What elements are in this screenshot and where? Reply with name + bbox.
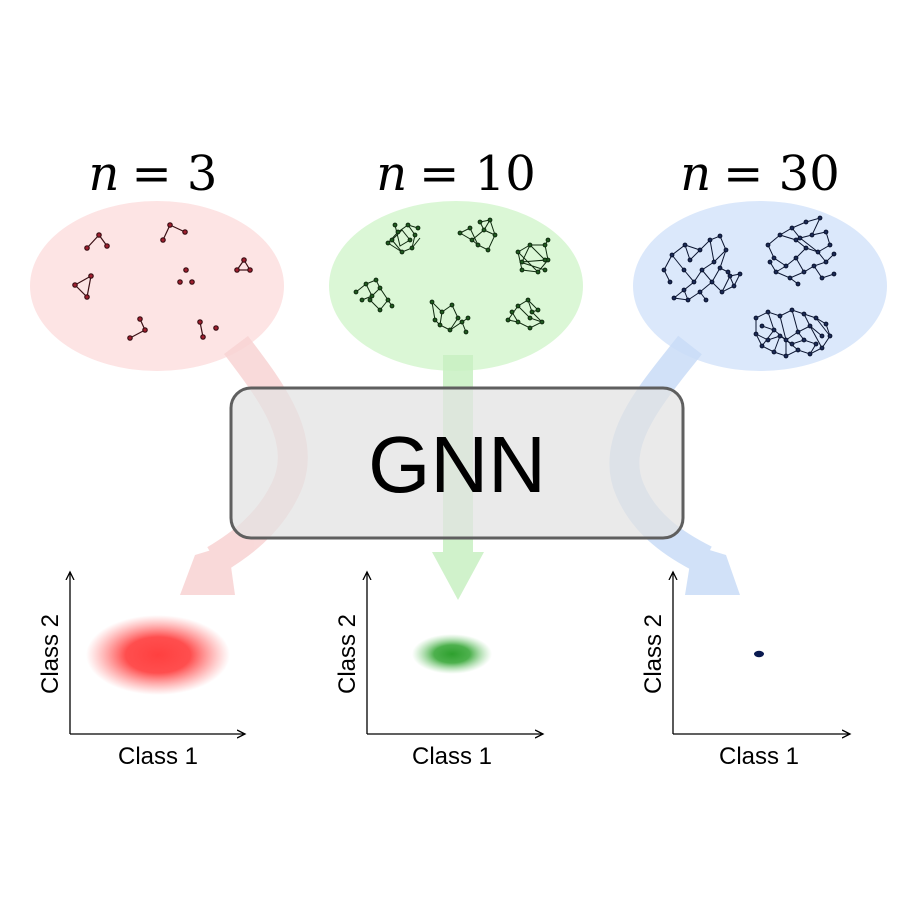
graph-icon bbox=[765, 215, 837, 287]
graph-icon bbox=[160, 222, 188, 243]
embedding-plot-large: Class 1 Class 2 bbox=[640, 572, 850, 770]
svg-text:n= 30: n= 30 bbox=[680, 146, 839, 202]
y-axis-label: Class 2 bbox=[334, 614, 361, 694]
embedding-plot-medium: Class 1 Class 2 bbox=[334, 572, 543, 770]
graph-icon bbox=[353, 277, 395, 313]
panel-title-small: n= 3 bbox=[89, 146, 218, 202]
graph-icon bbox=[505, 297, 545, 331]
x-axis-label: Class 1 bbox=[118, 743, 198, 770]
panel-title-large: n= 30 bbox=[680, 146, 839, 202]
embedding-plot-small: Class 1 Class 2 bbox=[37, 572, 245, 770]
graph-icon bbox=[753, 307, 833, 359]
graph-icon bbox=[457, 217, 498, 253]
graph-set-blob-large bbox=[633, 201, 887, 371]
graph-set-blob-small bbox=[30, 201, 284, 371]
graph-icon bbox=[661, 233, 743, 303]
svg-text:n= 3: n= 3 bbox=[89, 146, 218, 202]
graph-icon bbox=[385, 222, 421, 255]
medium-graphs bbox=[353, 217, 551, 335]
n-symbol: n bbox=[680, 146, 711, 202]
graph-icon bbox=[429, 299, 471, 335]
n-symbol: n bbox=[89, 146, 120, 202]
embedding-cloud bbox=[86, 615, 230, 695]
graph-icon bbox=[127, 316, 148, 341]
n-value: = 3 bbox=[131, 146, 217, 202]
graph-icon bbox=[84, 232, 110, 251]
graph-icon bbox=[515, 237, 551, 275]
graph-icon bbox=[177, 267, 195, 285]
embedding-cloud bbox=[754, 650, 764, 658]
embedding-cloud bbox=[412, 634, 492, 674]
gnn-label: GNN bbox=[368, 420, 546, 509]
y-axis-label: Class 2 bbox=[640, 614, 667, 694]
y-axis-label: Class 2 bbox=[37, 614, 64, 694]
svg-text:n= 10: n= 10 bbox=[376, 146, 535, 202]
graph-icon bbox=[197, 319, 219, 340]
panel-title-medium: n= 10 bbox=[376, 146, 535, 202]
graph-icon bbox=[72, 273, 94, 300]
small-graphs bbox=[72, 222, 253, 341]
graph-set-blob-medium bbox=[329, 201, 583, 371]
x-axis-label: Class 1 bbox=[412, 743, 492, 770]
x-axis-label: Class 1 bbox=[719, 743, 799, 770]
n-value: = 10 bbox=[419, 146, 536, 202]
gnn-box: GNN bbox=[229, 386, 685, 540]
n-value: = 30 bbox=[723, 146, 840, 202]
large-graphs bbox=[661, 215, 837, 359]
n-symbol: n bbox=[376, 146, 407, 202]
graph-icon bbox=[234, 257, 253, 273]
